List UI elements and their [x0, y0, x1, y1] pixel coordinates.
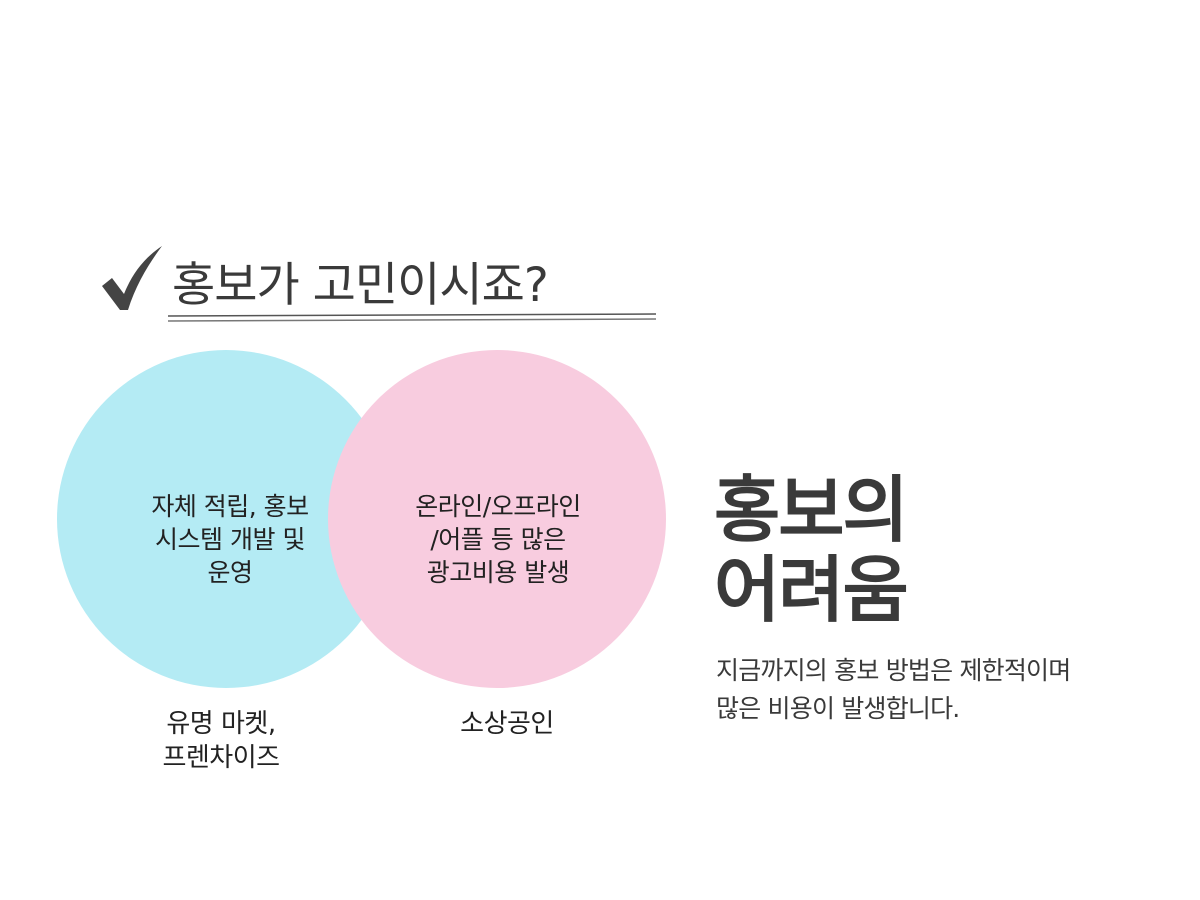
heading-underline	[168, 313, 656, 322]
check-icon	[102, 246, 162, 310]
heading-title: 홍보가 고민이시죠?	[172, 258, 549, 313]
venn-right-text: 온라인/오프라인 /어플 등 많은 광고비용 발생	[415, 492, 581, 587]
venn-circle-right	[328, 350, 666, 688]
venn-left-text: 자체 적립, 홍보 시스템 개발 및 운영	[151, 492, 309, 587]
summary-description: 지금까지의 홍보 방법은 제한적이며 많은 비용이 발생합니다.	[716, 656, 1071, 723]
heading: 홍보가 고민이시죠?	[100, 238, 660, 338]
summary-title: 홍보의 어려움	[714, 468, 909, 632]
venn-right-caption: 소상공인	[460, 709, 554, 739]
venn-left-caption: 유명 마켓, 프렌차이즈	[162, 709, 280, 773]
